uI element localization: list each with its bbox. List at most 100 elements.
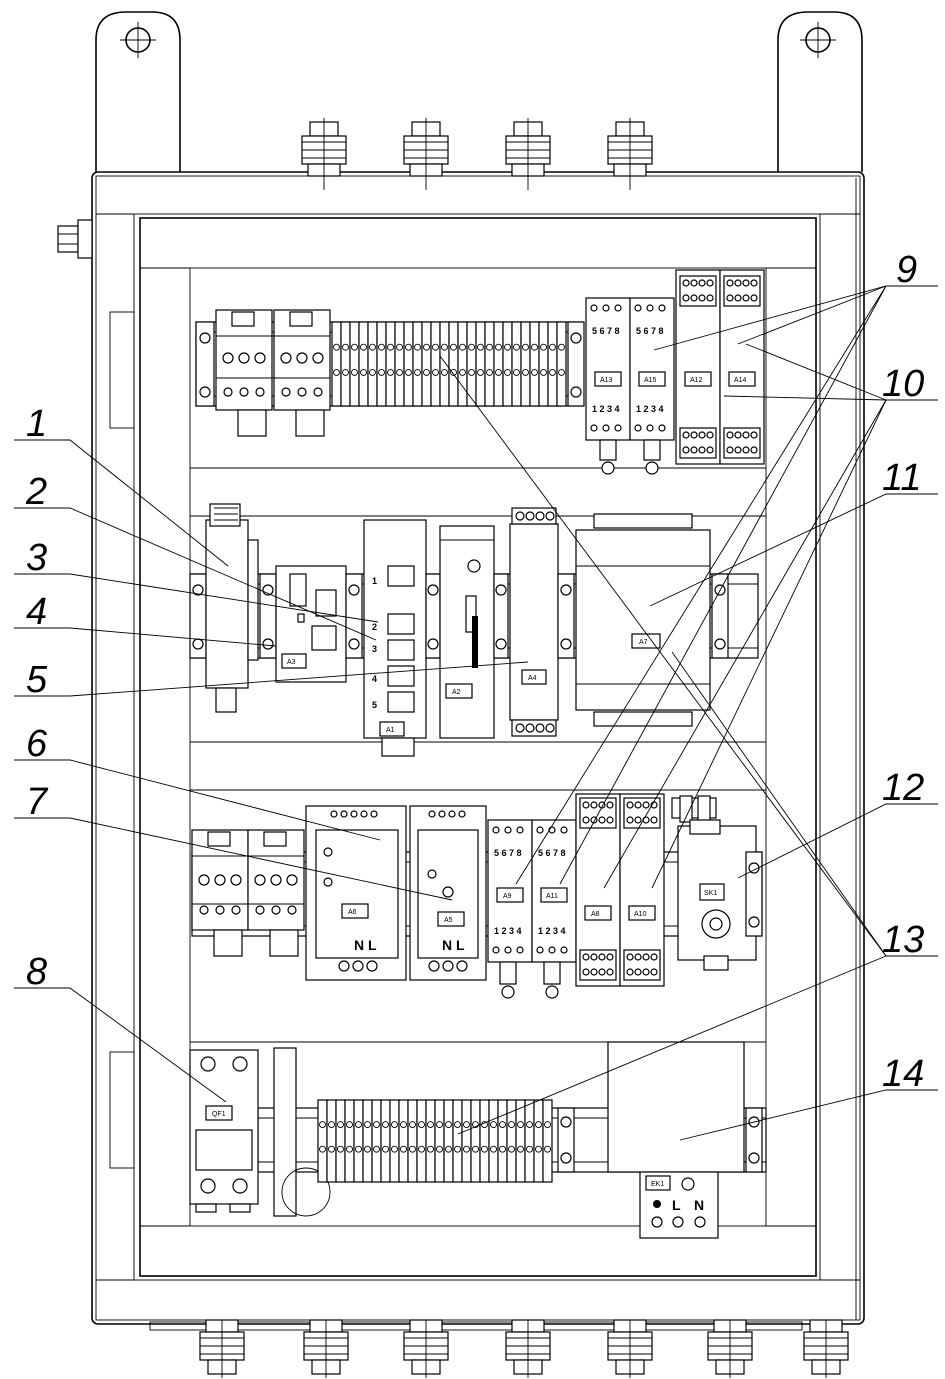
row4-terminal <box>506 1099 517 1183</box>
bottom-gland-2 <box>303 1319 349 1378</box>
row1-terminal <box>376 321 387 407</box>
callout-6: 6 <box>26 723 48 765</box>
tag-a2: A2 <box>452 689 461 696</box>
relay-a11: 5 6 7 8 A11 1 2 3 4 <box>531 819 577 999</box>
relay-a13: 5 6 7 8 A13 1 2 3 4 <box>585 297 631 475</box>
tag-a7: A7 <box>639 639 648 646</box>
relay-a9-bottom-digits: 1 2 3 4 <box>494 926 522 936</box>
module-a12: A12 <box>675 269 721 465</box>
tag-a5: A5 <box>444 917 453 924</box>
row1-terminal <box>403 321 414 407</box>
heater-terminal-l: L <box>672 1197 681 1213</box>
row1-terminal <box>331 321 342 407</box>
row1-terminal <box>385 321 396 407</box>
relay-a13-bottom-digits: 1 2 3 4 <box>592 404 620 414</box>
row4-terminal <box>326 1099 337 1183</box>
controller-a7: A7 <box>575 513 711 727</box>
top-cable-glands <box>301 118 653 190</box>
row1-terminal <box>493 321 504 407</box>
row1-terminal <box>529 321 540 407</box>
power-supply-a6: A6 N L <box>305 805 407 981</box>
module-a3: A3 <box>275 565 347 683</box>
callout-8: 8 <box>26 951 47 993</box>
row4-terminal <box>515 1099 526 1183</box>
switch-port-4-label: 4 <box>372 674 377 684</box>
row4-terminal <box>470 1099 481 1183</box>
end-stop-row2-e <box>557 573 575 659</box>
callout-14: 14 <box>882 1053 924 1095</box>
callout-13: 13 <box>882 919 924 961</box>
end-stop-left-row2 <box>189 573 207 659</box>
end-stop-row3-right <box>745 851 763 937</box>
row1-terminal <box>367 321 378 407</box>
row1-terminal <box>484 321 495 407</box>
end-stop-row2-c <box>425 573 441 659</box>
terminal-block-row1 <box>331 321 567 407</box>
row4-terminal <box>461 1099 472 1183</box>
bottom-gland-6 <box>707 1319 753 1378</box>
tag-a10: A10 <box>634 911 647 918</box>
relay-a15-top-digits: 5 6 7 8 <box>636 326 664 336</box>
thermostat-sk1: SK1 <box>677 819 757 971</box>
module-a14: A14 <box>719 269 765 465</box>
callout-12: 12 <box>882 767 924 809</box>
tag-a8: A8 <box>591 911 600 918</box>
row4-terminal <box>362 1099 373 1183</box>
din-device-row2-left <box>205 503 259 713</box>
tag-a14: A14 <box>734 377 747 384</box>
row1-terminal <box>511 321 522 407</box>
network-switch-a1: 1 2 3 4 5 A1 <box>363 519 427 757</box>
row4-terminal <box>443 1099 454 1183</box>
tag-a9: A9 <box>503 893 512 900</box>
bottom-gland-5 <box>607 1319 653 1378</box>
row4-terminal <box>335 1099 346 1183</box>
row1-terminal <box>394 321 405 407</box>
row1-terminal <box>556 321 567 407</box>
relay-a9-top-digits: 5 6 7 8 <box>494 848 522 858</box>
mounting-lug-left <box>95 11 181 172</box>
row1-terminal <box>430 321 441 407</box>
tag-a12: A12 <box>690 377 703 384</box>
end-stop-row2-f <box>711 573 729 659</box>
row4-terminal <box>488 1099 499 1183</box>
tag-sk1: SK1 <box>704 890 717 897</box>
row1-terminal <box>547 321 558 407</box>
fuse-holder-row3 <box>671 795 717 823</box>
row1-terminal <box>448 321 459 407</box>
surge-protector-row3 <box>191 829 305 957</box>
power-supply-a5: A5 N L <box>409 805 487 981</box>
switch-port-3-label: 3 <box>372 644 377 654</box>
row1-terminal <box>412 321 423 407</box>
switch-port-5-label: 5 <box>372 700 377 710</box>
row4-terminal <box>533 1099 544 1183</box>
row4-terminal <box>371 1099 382 1183</box>
tag-a15: A15 <box>644 377 657 384</box>
row4-terminal <box>398 1099 409 1183</box>
row4-terminal <box>317 1099 328 1183</box>
end-stop-row4-far-right <box>745 1107 763 1173</box>
top-gland-1 <box>301 118 347 190</box>
row1-terminal <box>439 321 450 407</box>
top-gland-4 <box>607 118 653 190</box>
circuit-breaker-qf1: QF1 <box>189 1049 259 1213</box>
callout-11: 11 <box>882 457 921 499</box>
row4-terminal <box>452 1099 463 1183</box>
top-gland-3 <box>505 118 551 190</box>
tag-a3: A3 <box>287 659 296 666</box>
row1-terminal <box>502 321 513 407</box>
tag-a6: A6 <box>348 909 357 916</box>
ground-terminal-block <box>273 1047 331 1217</box>
psu-a5-output-label: N L <box>442 937 465 953</box>
heater-terminal-n: N <box>694 1197 704 1213</box>
surge-protector-row1 <box>215 309 331 437</box>
module-a10: A10 <box>619 793 665 987</box>
end-stop-row4-right <box>557 1107 575 1173</box>
side-cable-gland <box>57 219 93 259</box>
end-stop-row2-b <box>345 573 363 659</box>
bottom-cable-glands <box>199 1319 849 1378</box>
tag-a4: A4 <box>528 675 537 682</box>
row1-terminal <box>358 321 369 407</box>
bottom-gland-small <box>803 1319 849 1378</box>
switch-port-2-label: 2 <box>372 622 377 632</box>
module-a8: A8 <box>575 793 621 987</box>
